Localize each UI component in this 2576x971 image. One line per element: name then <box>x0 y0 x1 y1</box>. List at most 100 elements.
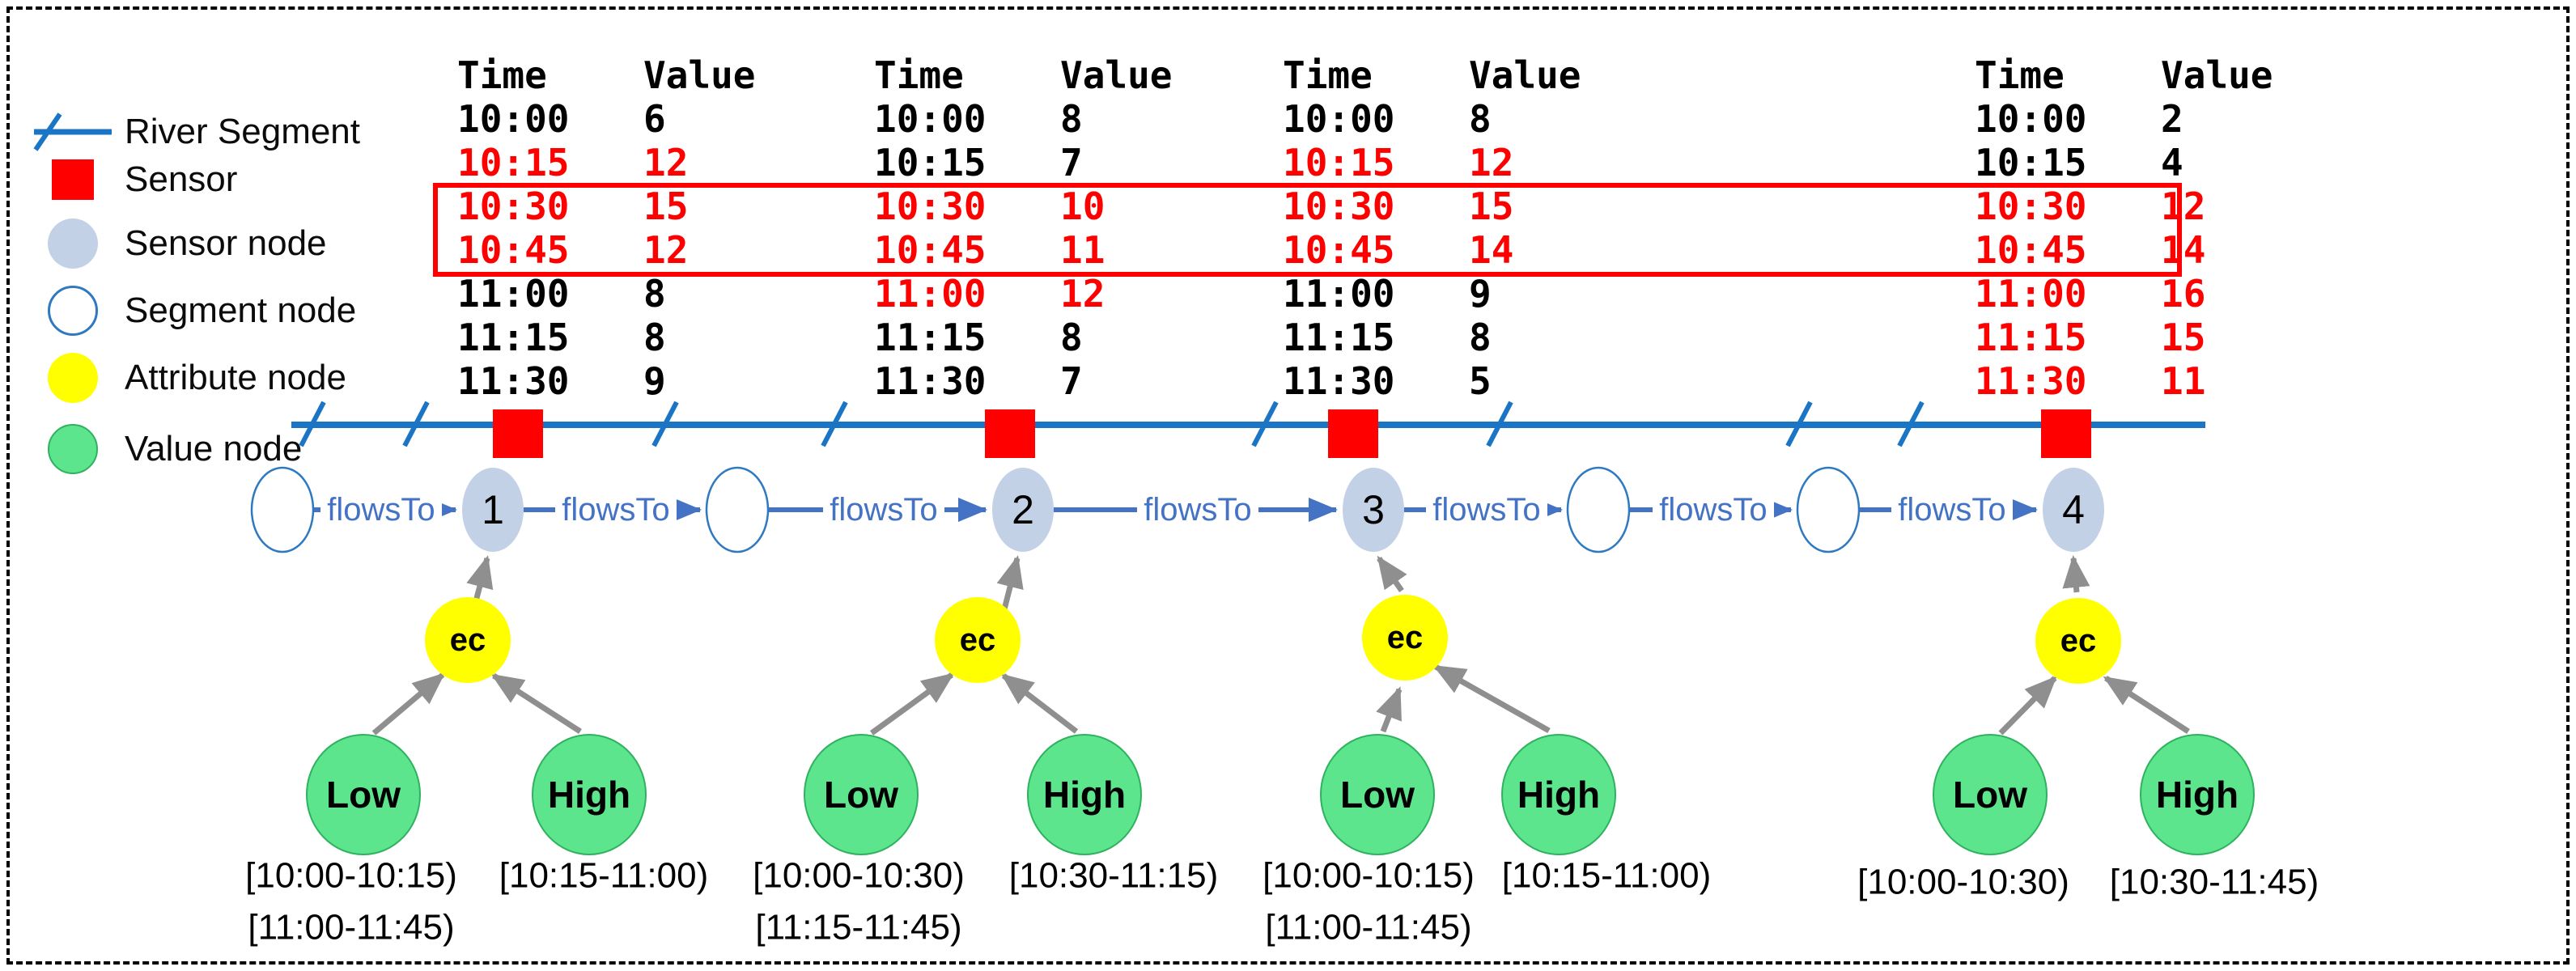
segment-node <box>705 466 770 553</box>
low-interval: [11:00-11:45) <box>1265 908 1471 948</box>
low-interval: [11:00-11:45) <box>248 908 454 948</box>
high-interval: [10:30-11:45) <box>2110 863 2319 902</box>
low-to-ec-arrow <box>1998 676 2057 736</box>
sensor-node-1-label: 1 <box>482 487 504 532</box>
value-node-high-label: High <box>2156 774 2239 816</box>
legend-item-value-node: Value node <box>32 423 302 475</box>
low-interval: [10:00-10:15) <box>1263 856 1475 896</box>
attribute-node-icon <box>32 353 113 403</box>
attribute-node-ec <box>425 597 511 683</box>
attribute-group-2: ec Low High [10:00-10:30) [11:15-11:45) … <box>753 555 1218 948</box>
high-to-ec-arrow <box>1000 673 1079 734</box>
legend-label: Attribute node <box>125 358 346 397</box>
attribute-node-label: ec <box>960 622 996 658</box>
high-interval: [10:15-11:00) <box>499 856 708 896</box>
ec-to-sensor-arrow <box>1377 555 1407 593</box>
attribute-group-4: ec Low High [10:00-10:30) [10:30-11:45) <box>1857 555 2319 902</box>
low-to-ec-arrow <box>869 672 955 736</box>
legend-label: Sensor <box>125 159 238 199</box>
sensor-2-square <box>985 409 1035 458</box>
river-tick <box>1897 401 1925 447</box>
attribute-node-label: ec <box>2060 623 2097 659</box>
value-node-low-label: Low <box>1340 774 1415 816</box>
value-node-low <box>804 734 919 855</box>
low-to-ec-arrow <box>1376 686 1403 733</box>
sensor-node-3 <box>1343 468 1404 552</box>
low-interval: [11:15-11:45) <box>755 908 961 948</box>
flows-to-label: flowsTo <box>562 492 669 528</box>
sensor-icon <box>32 159 113 200</box>
attribute-group-3: ec Low High [10:00-10:15) [11:00-11:45) … <box>1263 555 1711 948</box>
sensor-node-2 <box>992 468 1054 552</box>
sensor-node-3-label: 3 <box>1362 487 1385 532</box>
sensor-4-square <box>2041 409 2091 458</box>
flows-to-label: flowsTo <box>1432 492 1540 528</box>
segment-node <box>1566 466 1631 553</box>
flows-to-label: flowsTo <box>830 492 937 528</box>
legend-item-segment-node: Segment node <box>32 285 356 337</box>
flows-to-label: flowsTo <box>1659 492 1767 528</box>
value-node-low <box>306 734 421 855</box>
sensor-1-square <box>493 409 543 458</box>
segment-node-icon <box>32 286 113 336</box>
value-node-low-label: Low <box>326 774 401 816</box>
value-node-low <box>1320 734 1435 855</box>
value-node-high <box>1027 734 1142 855</box>
river-line <box>291 401 2205 447</box>
river-tick <box>1785 401 1813 447</box>
attribute-node-ec <box>1362 595 1448 681</box>
value-node-high <box>532 734 647 855</box>
river-segment-icon <box>32 106 113 158</box>
legend-item-attribute-node: Attribute node <box>32 352 346 404</box>
high-interval: [10:30-11:15) <box>1009 856 1218 896</box>
attribute-group-1: ec Low High [10:00-10:15) [11:00-11:45) … <box>245 555 708 948</box>
segment-node <box>1796 466 1861 553</box>
low-interval: [10:00-10:30) <box>753 856 965 896</box>
legend-item-river-segment: River Segment <box>32 106 360 158</box>
legend-label: Segment node <box>125 290 357 330</box>
flows-labels: flowsTo flowsTo flowsTo flowsTo flowsTo … <box>320 491 2013 528</box>
legend-label: Sensor node <box>125 223 327 263</box>
flows-to-label: flowsTo <box>327 492 435 528</box>
legend-item-sensor: Sensor <box>32 154 237 206</box>
attribute-node-label: ec <box>450 622 486 658</box>
attribute-node-ec <box>2035 598 2121 684</box>
sensor-node-4 <box>2043 468 2104 552</box>
value-node-high-label: High <box>1043 774 1126 816</box>
ec-to-sensor-arrow <box>2062 555 2090 593</box>
legend-item-sensor-node: Sensor node <box>32 218 327 269</box>
flows-to-label: flowsTo <box>1144 492 1251 528</box>
low-to-ec-arrow <box>371 672 446 736</box>
sensors <box>493 409 2091 458</box>
high-to-ec-arrow <box>1432 664 1551 734</box>
value-node-high-label: High <box>548 774 630 816</box>
river-tick <box>299 401 326 447</box>
low-interval: [10:00-10:15) <box>245 856 457 896</box>
high-interval: [10:15-11:00) <box>1502 856 1711 896</box>
value-node-high <box>2140 734 2255 855</box>
legend-label: River Segment <box>125 112 361 151</box>
